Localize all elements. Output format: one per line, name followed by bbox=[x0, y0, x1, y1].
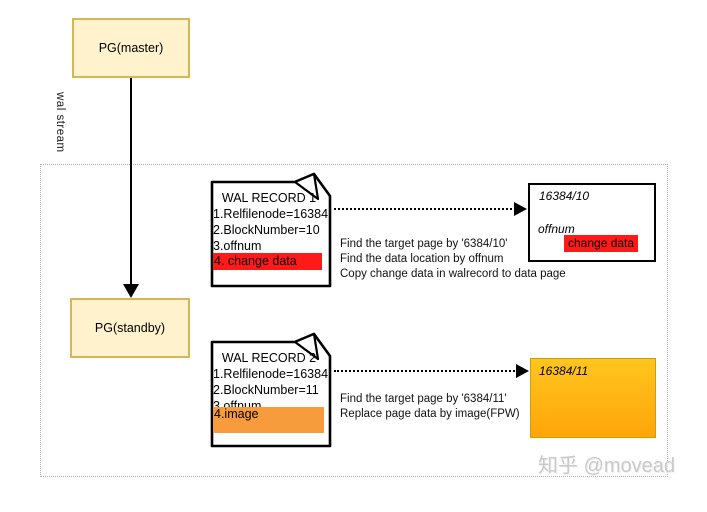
wal-record-2-image-highlight: 4.image bbox=[213, 407, 324, 433]
wal-record-1-relfilenode: 1.Relfilenode=16384 bbox=[213, 207, 329, 221]
wal-record-1-change-data-highlight: 4. change data bbox=[213, 253, 322, 270]
pg-master-node: PG(master) bbox=[72, 18, 190, 78]
wal-stream-arrowhead-icon bbox=[123, 284, 139, 298]
wal-record-2-title: WAL RECORD 2 bbox=[221, 351, 317, 365]
wal-stream-label: wal stream bbox=[54, 92, 66, 153]
pg-standby-label: PG(standby) bbox=[94, 321, 166, 335]
pg-master-label: PG(master) bbox=[98, 41, 164, 55]
wal-record-2-blocknumber: 2.BlockNumber=11 bbox=[213, 383, 319, 397]
apply-image-note-line1: Find the target page by '6384/11' bbox=[340, 393, 507, 405]
data-page-1-change-data-highlight: change data bbox=[564, 235, 639, 252]
pg-standby-node: PG(standby) bbox=[70, 298, 190, 358]
wal-record-1-title: WAL RECORD 1 bbox=[221, 191, 317, 205]
data-page-16384-11: 16384/11 bbox=[530, 358, 656, 438]
zhihu-watermark: 知乎 @movead bbox=[538, 455, 676, 477]
data-page-1-title: 16384/10 bbox=[539, 189, 590, 203]
record1-to-page-arrowhead-icon bbox=[514, 202, 527, 216]
record2-to-page-arrow-line bbox=[334, 370, 518, 372]
apply-change-note-line3: Copy change data in walrecord to data pa… bbox=[340, 268, 566, 280]
standby-region-border bbox=[40, 164, 668, 477]
wal-record-2-relfilenode: 1.Relfilenode=16384 bbox=[213, 367, 329, 381]
data-page-16384-10: 16384/10 offnum change data bbox=[528, 183, 656, 262]
apply-image-note: Find the target page by '6384/11' Replac… bbox=[340, 392, 520, 422]
data-page-1-offnum-label: offnum bbox=[538, 222, 575, 236]
apply-change-note: Find the target page by '6384/10' Find t… bbox=[340, 237, 566, 282]
apply-change-note-line1: Find the target page by '6384/10' bbox=[340, 238, 508, 250]
wal-record-1-offnum: 3.offnum bbox=[213, 239, 262, 253]
record1-to-page-arrow-line bbox=[334, 208, 516, 210]
apply-change-note-line2: Find the data location by offnum bbox=[340, 253, 504, 265]
apply-image-note-line2: Replace page data by image(FPW) bbox=[340, 408, 520, 420]
data-page-2-title: 16384/11 bbox=[539, 364, 589, 378]
wal-stream-arrow-line bbox=[130, 78, 132, 286]
record2-to-page-arrowhead-icon bbox=[516, 364, 529, 378]
wal-record-1-blocknumber: 2.BlockNumber=10 bbox=[213, 223, 320, 237]
